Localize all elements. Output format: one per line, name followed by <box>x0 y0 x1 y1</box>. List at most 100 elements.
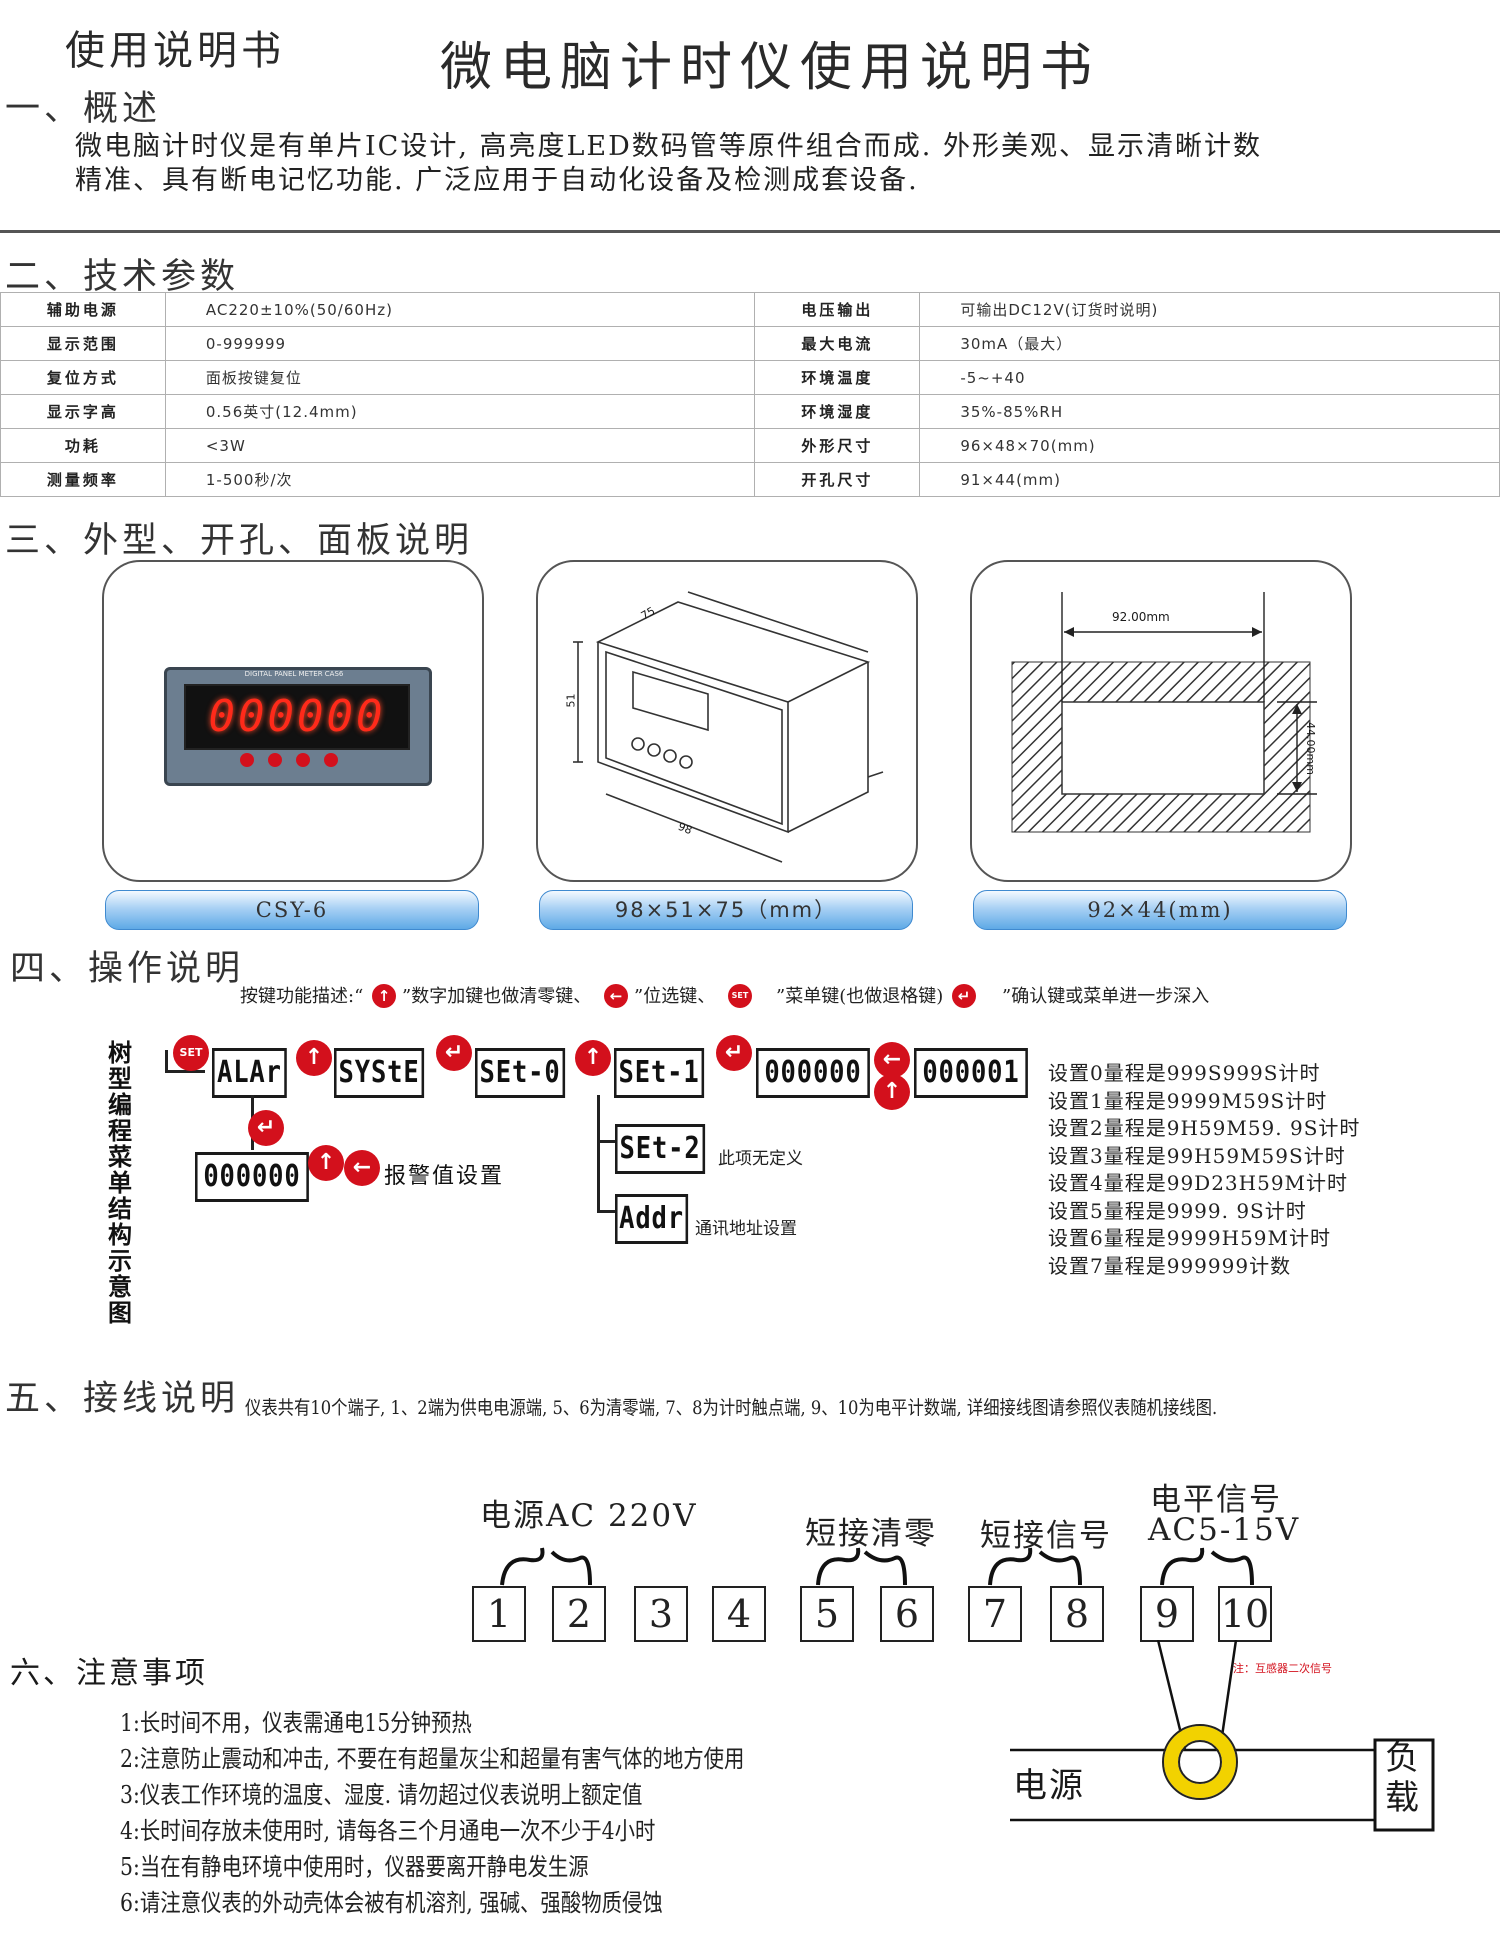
led-display: 000000 <box>184 684 410 750</box>
range-item: 设置0量程是999S999S计时 <box>1048 1061 1321 1085</box>
wiring-diagram <box>1010 1640 1435 1832</box>
transformer-note: 注：互感器二次信号 <box>1233 1662 1332 1675</box>
range-item: 设置7量程是999999计数 <box>1048 1253 1292 1278</box>
range-item: 设置2量程是9H59M59. 9S计时 <box>1048 1116 1361 1140</box>
page-title: 微电脑计时仪使用说明书 <box>440 38 1101 98</box>
source-label: 电源 <box>1013 1766 1085 1806</box>
cutout-height-label: 44.00mm <box>1303 722 1317 775</box>
left-arrow-icon: ← <box>344 1150 380 1186</box>
label-signal: 短接信号 <box>980 1518 1112 1554</box>
spec-key: 环境温度 <box>754 360 921 395</box>
note-item: 2:注意防止震动和冲击, 不要在有超量灰尘和超量有害气体的地方使用 <box>120 1745 745 1773</box>
lcd-value-1: 000000 <box>756 1048 870 1098</box>
tree-line <box>597 1140 615 1143</box>
lcd-set1: SEt-1 <box>614 1048 705 1098</box>
terminal-2: 2 <box>552 1586 606 1642</box>
left-arrow-icon: ← <box>604 984 628 1008</box>
note-item: 6:请注意仪表的外动壳体会被有机溶剂, 强碱、强酸物质侵蚀 <box>120 1889 663 1917</box>
enter-key-icon: ↵ <box>248 1110 284 1146</box>
section-shape-title: 三、外型、开孔、面板说明 <box>5 521 474 561</box>
dimension-drawing <box>573 591 884 863</box>
terminal-3: 3 <box>634 1586 688 1642</box>
up-arrow-icon: ↑ <box>874 1074 910 1110</box>
divider <box>0 230 1500 233</box>
label-reset: 短接清零 <box>805 1516 937 1552</box>
spec-key: 显示字高 <box>0 394 166 429</box>
terminal-7: 7 <box>968 1586 1022 1642</box>
key-desc-2: ”位选键、 <box>634 986 716 1007</box>
load-label: 负载 <box>1385 1738 1419 1818</box>
addr-note: 通讯地址设置 <box>695 1219 797 1239</box>
spec-key: 功耗 <box>0 428 166 463</box>
led-digits: 000000 <box>208 691 386 742</box>
spec-key: 电压输出 <box>754 292 921 327</box>
left-key-icon <box>268 753 282 767</box>
spec-key: 环境湿度 <box>754 394 921 429</box>
tree-line <box>597 1210 615 1213</box>
spec-value: 0-999999 <box>164 326 756 361</box>
wiring-desc: 仪表共有10个端子, 1、2端为供电电源端, 5、6为清零端, 7、8为计时触点… <box>245 1397 1218 1419</box>
label-level-voltage: AC5-15V <box>1148 1512 1301 1548</box>
cutout-drawing <box>1011 592 1317 833</box>
spec-value: 1-500秒/次 <box>164 462 756 497</box>
front-view-panel: DIGITAL PANEL METER CAS6 000000 <box>102 560 484 882</box>
enter-key-icon: ↵ <box>952 984 976 1008</box>
section-operation-title: 四、操作说明 <box>10 949 245 989</box>
terminal-8: 8 <box>1050 1586 1104 1642</box>
key-desc-0: 按键功能描述:“ <box>240 986 364 1007</box>
spec-key: 开孔尺寸 <box>754 462 921 497</box>
up-arrow-icon: ↑ <box>308 1145 344 1181</box>
spec-value: 35%-85%RH <box>919 394 1500 429</box>
tree-line <box>597 1095 600 1213</box>
note-item: 5:当在有静电环境中使用时，仪器要离开静电发生源 <box>120 1853 589 1881</box>
spec-key: 测量频率 <box>0 462 166 497</box>
range-list: 设置0量程是999S999S计时设置1量程是9999M59S计时设置2量程是9H… <box>1048 1060 1360 1280</box>
caption-model: CSY-6 <box>105 890 479 930</box>
enter-key-icon: ↵ <box>716 1035 752 1071</box>
note-item: 3:仪表工作环境的温度、湿度. 请勿超过仪表说明上额定值 <box>120 1781 643 1809</box>
up-arrow-icon: ↑ <box>575 1040 611 1076</box>
terminal-4: 4 <box>712 1586 766 1642</box>
menu-key-icon <box>296 753 310 767</box>
cutout-width-label: 92.00mm <box>1112 610 1170 624</box>
lcd-set0: SEt-0 <box>475 1048 566 1098</box>
spec-value: 96×48×70(mm) <box>919 428 1500 463</box>
enter-key-icon <box>324 753 338 767</box>
spec-key: 最大电流 <box>754 326 921 361</box>
spec-value: -5~+40 <box>919 360 1500 395</box>
set-key-icon: SET <box>173 1035 209 1071</box>
overview-line-2: 精准、具有断电记忆功能. 广泛应用于自动化设备及检测成套设备. <box>75 165 919 196</box>
section-specs-title: 二、技术参数 <box>5 257 240 297</box>
range-item: 设置5量程是9999. 9S计时 <box>1048 1198 1307 1223</box>
menu-tree-label: 树型编程菜单结构示意图 <box>108 1038 132 1327</box>
lcd-value-2: 000001 <box>914 1048 1028 1098</box>
spec-value: 面板按键复位 <box>164 360 756 395</box>
lcd-addr: Addr <box>615 1194 689 1244</box>
label-power: 电源AC 220V <box>480 1498 698 1534</box>
dimension-panel: 75 51 98 <box>536 560 918 882</box>
terminal-1: 1 <box>472 1586 526 1642</box>
lcd-syste: SYStE <box>334 1048 425 1098</box>
doc-label: 使用说明书 <box>65 28 285 74</box>
spec-value: 30mA（最大） <box>919 326 1500 361</box>
cutout-panel: 92.00mm 44.00mm <box>970 560 1352 882</box>
spec-key: 外形尺寸 <box>754 428 921 463</box>
jumper-marks <box>500 1547 1254 1586</box>
key-desc-1: ”数字加键也做清零键、 <box>402 986 592 1007</box>
terminal-6: 6 <box>880 1586 934 1642</box>
enter-key-icon: ↵ <box>436 1035 472 1071</box>
overview-line-1: 微电脑计时仪是有单片IC设计, 高亮度LED数码管等原件组合而成. 外形美观、显… <box>75 131 1262 162</box>
key-desc-3: ”菜单键(也做退格键) <box>776 986 944 1007</box>
note-item: 4:长时间存放未使用时, 请每各三个月通电一次不少于4小时 <box>120 1817 656 1845</box>
meter-brand: DIGITAL PANEL METER CAS6 <box>244 670 344 678</box>
spec-key: 辅助电源 <box>0 292 166 327</box>
caption-cutout: 92×44(mm) <box>973 890 1347 930</box>
key-desc-4: ”确认键或菜单进一步深入 <box>1002 986 1210 1007</box>
lcd-alar: ALAr <box>212 1048 287 1098</box>
